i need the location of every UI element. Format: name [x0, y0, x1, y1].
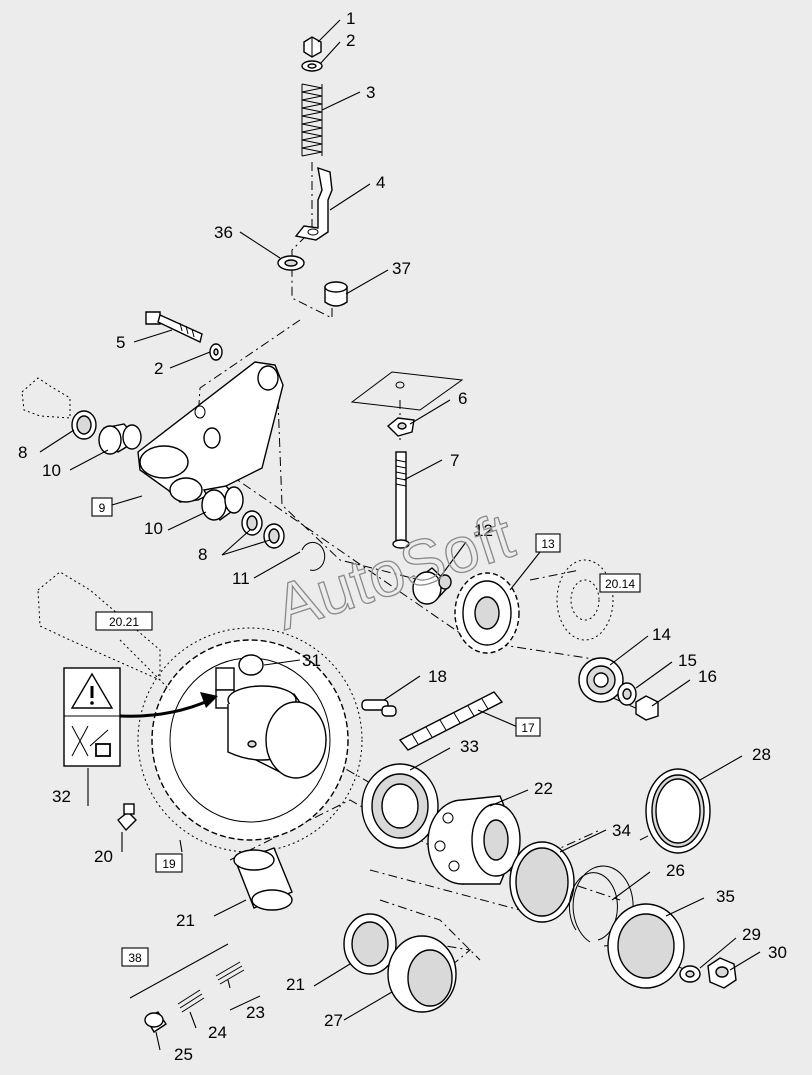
part-27-seal [387, 935, 457, 1013]
boxed-label-38: 38 [121, 947, 149, 967]
part-10-bushing-right [201, 485, 244, 522]
part-label: 4 [376, 173, 385, 192]
part-17-chain [398, 691, 504, 751]
boxed-label-13: 13 [535, 533, 561, 553]
part-16-nut [635, 695, 659, 721]
part-14-bearing [578, 657, 624, 703]
part-33-bearing [361, 763, 439, 849]
warning-decal [63, 667, 121, 767]
part-label: 21 [176, 911, 195, 930]
part-label: 16 [698, 667, 717, 686]
part-label: 23 [246, 1003, 265, 1022]
part-15-washer [617, 682, 637, 706]
part-21-bushing-upper [233, 847, 293, 911]
part-7-stud [392, 451, 410, 549]
part-label: 12 [474, 521, 493, 540]
part-labels: 1 2 3 4 36 37 5 2 6 7 8 10 10 8 11 12 14… [18, 9, 787, 1064]
part-label: 28 [752, 745, 771, 764]
part-label: 37 [392, 259, 411, 278]
part-label: 31 [302, 651, 321, 670]
part-label: 11 [232, 569, 250, 588]
reference-label: 20.14 [605, 577, 635, 591]
part-4-bracket [294, 166, 333, 241]
part-28-ring [645, 768, 711, 854]
sprocket-ghost-20-14 [556, 559, 614, 641]
part-6-clip [386, 417, 415, 437]
part-label: 24 [208, 1023, 227, 1042]
part-label: 35 [716, 887, 735, 906]
warning-triangle-icon [70, 672, 114, 709]
part-18-chain-link [361, 699, 397, 717]
part-34-ring [509, 841, 575, 923]
part-1-nut [303, 36, 322, 58]
reference-label: 20.21 [109, 615, 139, 629]
part-label: 5 [116, 333, 125, 352]
arrow [119, 692, 218, 718]
part-label: 3 [366, 83, 375, 102]
part-label: 21 [286, 975, 305, 994]
part-label: 10 [144, 519, 163, 538]
part-label: 8 [18, 443, 27, 462]
part-3-spring [301, 83, 323, 157]
part-label: 36 [214, 223, 233, 242]
part-label: 30 [768, 943, 787, 962]
part-label: 8 [198, 545, 207, 564]
part-label: 6 [458, 389, 467, 408]
part-8-rings-right [241, 510, 285, 549]
boxed-label: 9 [99, 501, 106, 515]
part-label: 20 [94, 847, 113, 866]
boxed-label-19: 19 [155, 853, 183, 873]
part-21-bushing-lower [343, 913, 397, 975]
part-label: 25 [174, 1045, 193, 1064]
part-label: 26 [666, 861, 685, 880]
part-29-washer [679, 965, 701, 983]
part-11-circlip [301, 541, 326, 571]
part-36-washer [277, 255, 305, 271]
part-38-kit [129, 943, 261, 1033]
part-label: 18 [428, 667, 447, 686]
boxed-label: 38 [128, 951, 142, 965]
part-label: 33 [460, 737, 479, 756]
boxed-label: 17 [521, 721, 535, 735]
leader-lines [39, 19, 761, 1051]
part-label: 15 [678, 651, 697, 670]
reference-box-20-21: 20.21 [95, 611, 153, 631]
boxed-label: 19 [162, 857, 176, 871]
part-10-bushing-left [98, 423, 142, 455]
part-19-hub [227, 685, 327, 779]
part-13-sprocket [454, 572, 520, 654]
part-label: 29 [742, 925, 761, 944]
plate-ghost [350, 371, 464, 411]
part-label: 14 [652, 625, 671, 644]
part-label: 22 [534, 779, 553, 798]
part-label: 1 [346, 9, 355, 28]
boxed-label-9: 9 [91, 497, 113, 517]
part-label: 2 [154, 359, 163, 378]
part-label: 27 [324, 1011, 343, 1030]
part-2-washer-mid [209, 343, 223, 361]
part-22-hub [427, 795, 521, 885]
reference-box-20-14: 20.14 [599, 573, 641, 593]
part-label: 32 [52, 787, 71, 806]
part-20-grease-nipple [117, 803, 137, 832]
part-5-bolt [145, 311, 203, 343]
part-30-nut [707, 957, 737, 989]
part-label: 2 [346, 31, 355, 50]
part-label: 7 [450, 451, 459, 470]
boxed-label: 13 [541, 537, 555, 551]
part-35-seal [607, 903, 685, 989]
boxed-label-17: 17 [515, 717, 541, 737]
part-8-ring-left [71, 410, 97, 440]
part-9-arm [137, 361, 284, 503]
part-label: 34 [612, 821, 631, 840]
shaft-left-ghost [21, 377, 71, 419]
part-12-spacer [412, 567, 452, 605]
part-label: 10 [42, 461, 61, 480]
shaft-20-21-ghost [37, 571, 171, 691]
part-2-washer-top [301, 60, 323, 72]
no-lubrication-icon [71, 725, 111, 757]
part-37-bushing [324, 281, 348, 307]
